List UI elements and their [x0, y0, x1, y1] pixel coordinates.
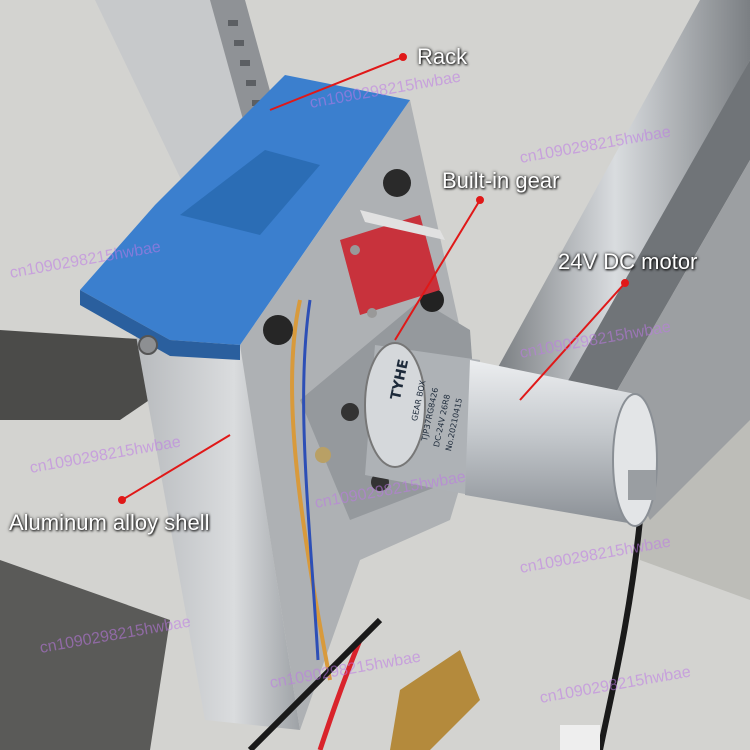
dc-motor: [364, 342, 658, 527]
lid-screw: [138, 335, 158, 355]
wire-black-right: [597, 519, 643, 750]
label-aluminum-shell: Aluminum alloy shell: [9, 510, 210, 535]
motor-end-cap: [612, 393, 658, 527]
cable-connector: [560, 725, 600, 750]
blue-lid-edge: [80, 290, 240, 360]
annotation-pointers: [118, 53, 629, 504]
label-dc-motor: 24V DC motor: [558, 249, 698, 274]
label-rack: Rack: [417, 44, 468, 69]
brass-fitting: [390, 650, 480, 750]
lid-slot: [180, 150, 320, 235]
pointer-motor-dot: [621, 279, 629, 287]
wire-red: [317, 639, 363, 750]
aluminum-shell-front: [135, 330, 300, 730]
diagonal-rail: [480, 0, 750, 430]
pointer-motor: [519, 282, 626, 401]
pointer-shell: [121, 434, 231, 501]
label-built-in-gear: Built-in gear: [442, 168, 560, 193]
limit-switch-lever: [360, 210, 445, 240]
motor-can: [465, 360, 640, 525]
background-shadow: [0, 560, 170, 750]
bolt-top: [383, 169, 411, 197]
pointer-gear-dot: [476, 196, 484, 204]
switch-screw-1: [350, 245, 360, 255]
pointer-rack: [269, 56, 404, 111]
pointer-rack-dot: [399, 53, 407, 61]
diagonal-rail-channel: [540, 60, 750, 430]
motor-end-terminal: [628, 470, 656, 500]
bolt-plate-1: [341, 403, 359, 421]
pointer-shell-dot: [118, 496, 126, 504]
wire-blue: [302, 299, 320, 661]
bolt-left: [263, 315, 293, 345]
bolt-plate-2: [315, 447, 331, 463]
wire-black: [247, 617, 383, 750]
pointer-gear: [394, 199, 481, 341]
motor-gearbox-face: [364, 342, 426, 468]
wire-orange: [289, 299, 332, 681]
limit-switch: [340, 215, 440, 315]
switch-screw-2: [367, 308, 377, 318]
